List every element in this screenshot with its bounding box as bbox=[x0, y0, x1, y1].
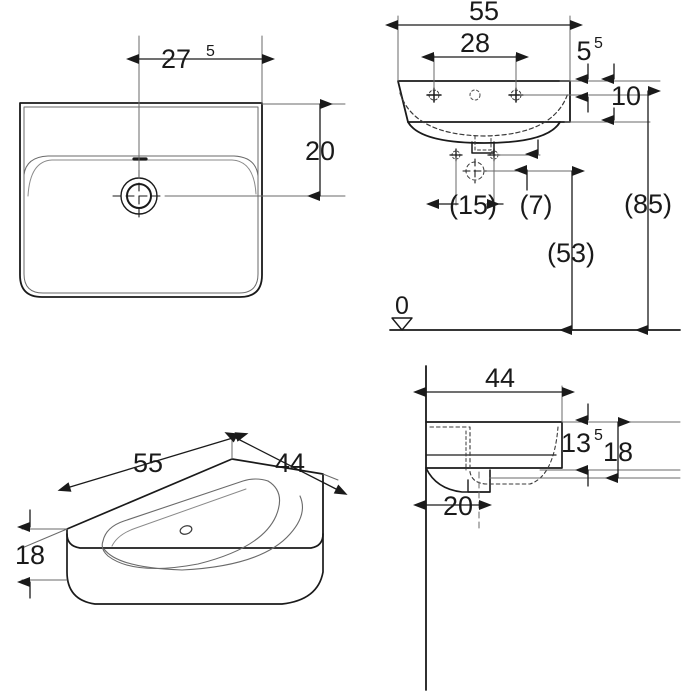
label-side-height: 18 bbox=[603, 437, 633, 467]
label-tap-hole-spacing: 28 bbox=[460, 28, 490, 58]
label-rim-top-offset-sup: 5 bbox=[594, 35, 603, 52]
label-waste-offset-left: (15) bbox=[449, 190, 497, 220]
iso-bowl-curve bbox=[101, 480, 281, 570]
label-rim-top-offset: 5 5 bbox=[576, 35, 603, 66]
label-plan-depth-rear: 20 bbox=[305, 136, 335, 166]
label-iso-depth: 44 bbox=[275, 448, 305, 478]
front-elevation-view bbox=[385, 15, 681, 335]
fe-body-outline bbox=[397, 80, 571, 123]
fe-waste-boss-hidden bbox=[474, 135, 492, 151]
se-underside bbox=[425, 467, 491, 493]
fe-overflow-hole bbox=[469, 89, 481, 101]
label-waste-height: (53) bbox=[547, 238, 595, 268]
fe-underside bbox=[407, 121, 561, 144]
label-plan-width-half: 27 5 bbox=[161, 43, 215, 74]
label-bowl-depth: 13 5 bbox=[561, 427, 603, 458]
iso-ext-44-right bbox=[322, 473, 339, 481]
label-iso-width: 55 bbox=[133, 448, 163, 478]
label-waste-offset-right: (7) bbox=[520, 190, 553, 220]
iso-overflow bbox=[179, 525, 193, 535]
label-tap-hole-height: 10 bbox=[611, 81, 641, 111]
se-bowl-hidden bbox=[429, 426, 559, 485]
label-bowl-depth-value: 13 bbox=[561, 428, 591, 458]
isometric-view bbox=[17, 432, 348, 605]
label-rim-top-offset-value: 5 bbox=[576, 36, 591, 66]
label-install-height: (85) bbox=[624, 189, 672, 219]
fe-drain-point bbox=[462, 158, 488, 184]
iso-dim-44-line bbox=[224, 432, 348, 495]
iso-dim-55-line bbox=[57, 432, 249, 492]
plan-basin-rim bbox=[23, 155, 259, 177]
label-side-depth: 44 bbox=[485, 363, 515, 393]
plan-inner-wall bbox=[23, 106, 259, 294]
label-overall-width: 55 bbox=[469, 0, 499, 26]
iso-front-bottom bbox=[66, 533, 324, 605]
label-iso-height: 18 bbox=[15, 540, 45, 570]
plan-view bbox=[19, 35, 346, 298]
side-elevation-view bbox=[413, 365, 681, 691]
se-body-outline bbox=[425, 421, 563, 469]
plan-outline bbox=[19, 102, 263, 298]
fe-datum-triangle bbox=[391, 317, 413, 331]
label-datum-zero: 0 bbox=[395, 292, 409, 320]
fe-waste-boss bbox=[471, 141, 495, 154]
iso-rim-shelf bbox=[103, 495, 303, 571]
label-bowl-depth-sup: 5 bbox=[594, 427, 603, 444]
se-waste-outlet bbox=[467, 479, 491, 493]
fe-bowl-hidden bbox=[399, 92, 569, 137]
iso-bowl-curve-inner bbox=[111, 488, 247, 547]
iso-ext-55-left bbox=[21, 528, 68, 549]
label-plan-width-half-value: 27 bbox=[161, 44, 191, 74]
label-waste-from-wall: 20 bbox=[443, 491, 473, 521]
label-plan-width-half-sup: 5 bbox=[206, 43, 215, 60]
